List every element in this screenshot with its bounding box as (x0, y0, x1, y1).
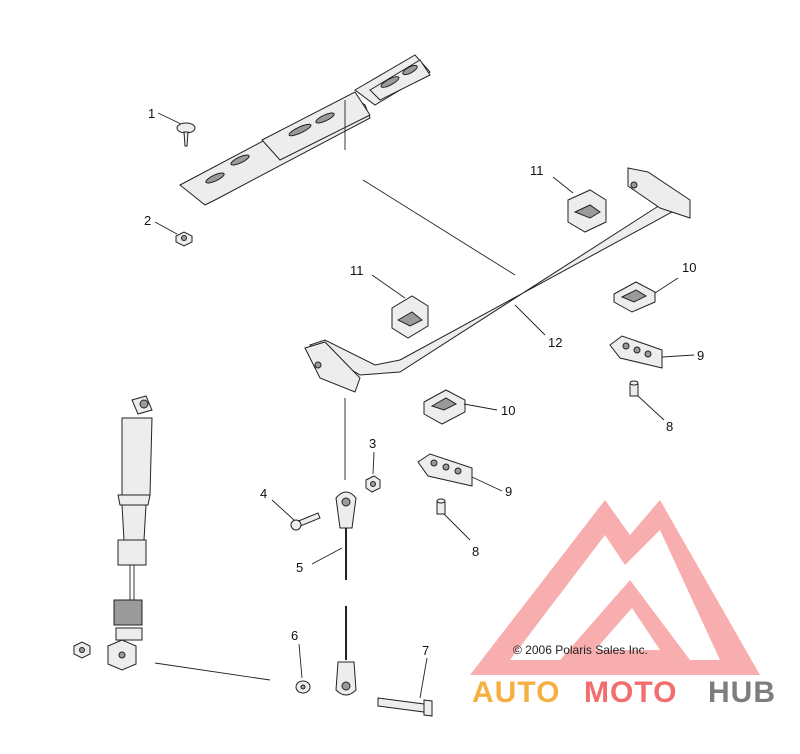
callout-9-upper: 9 (697, 348, 704, 363)
washer-part-6 (295, 680, 311, 694)
nut-part-3 (365, 475, 381, 493)
bolt-part-4 (290, 512, 321, 531)
nut-shock (73, 641, 91, 659)
fitting-part-8-upper (629, 380, 639, 397)
fitting-part-8-lower (436, 498, 446, 515)
callout-10-lower: 10 (501, 403, 515, 418)
callout-10-upper: 10 (682, 260, 696, 275)
callout-8-lower: 8 (472, 544, 479, 559)
callout-2: 2 (144, 213, 151, 228)
callout-8-upper: 8 (666, 419, 673, 434)
callout-11-top: 11 (530, 163, 544, 178)
nut-part-2 (175, 231, 193, 247)
callout-1: 1 (148, 106, 155, 121)
callout-3: 3 (369, 436, 376, 451)
callout-5: 5 (296, 560, 303, 575)
watermark-auto: AUTO (472, 676, 560, 709)
stabilizer-bar-part-12 (304, 167, 691, 393)
callout-9-lower: 9 (505, 484, 512, 499)
screw-part-1 (176, 122, 196, 147)
bracket-part-9-lower (417, 453, 473, 487)
callout-7: 7 (422, 643, 429, 658)
bolt-part-7 (377, 697, 433, 717)
shock-absorber (107, 395, 153, 671)
copyright-notice: © 2006 Polaris Sales Inc. (513, 643, 648, 657)
callout-11-middle: 11 (350, 263, 364, 278)
callout-12: 12 (548, 335, 562, 350)
bushing-part-11-middle (391, 295, 429, 339)
bushing-part-11-top (567, 189, 607, 233)
link-rod-part-5 (335, 398, 357, 696)
clamp-part-10-upper (613, 281, 656, 313)
watermark-hub: HUB (708, 676, 776, 709)
callout-4: 4 (260, 486, 267, 501)
watermark-logo (470, 500, 760, 675)
clamp-part-10-lower (423, 389, 466, 425)
watermark-text: AUTO MOTO HUB (472, 676, 776, 709)
callout-6: 6 (291, 628, 298, 643)
bracket-part-9-upper (609, 335, 663, 369)
watermark-moto: MOTO (584, 676, 677, 709)
mounting-bracket (179, 54, 431, 206)
